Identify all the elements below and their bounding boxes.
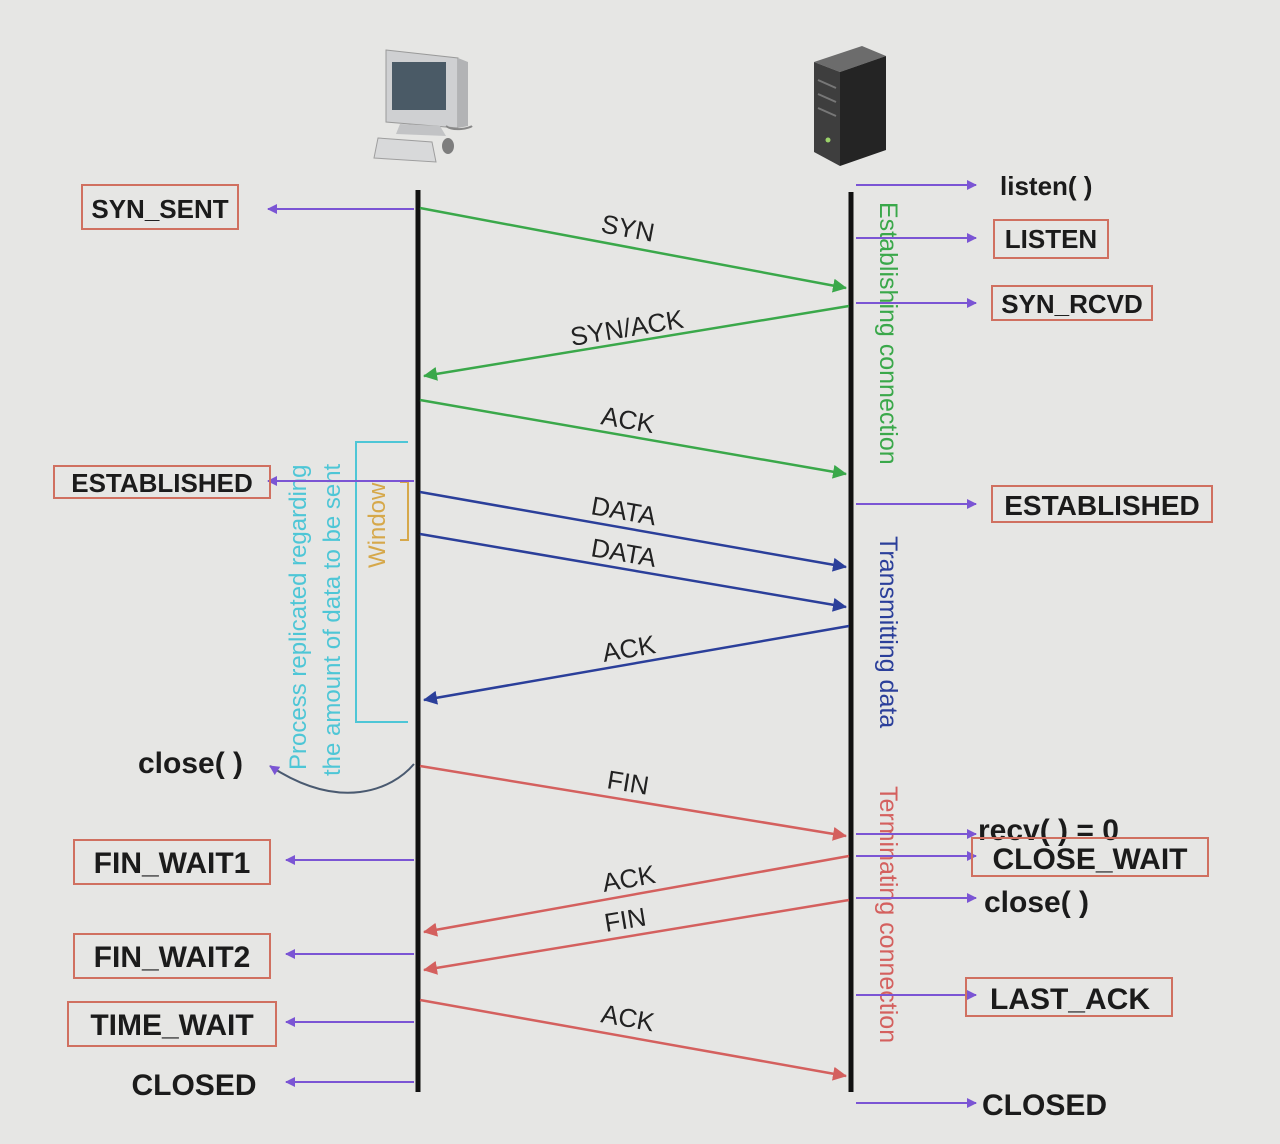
listen-call-label: listen( ) <box>1000 171 1092 201</box>
recv-zero-label: recv( ) = 0 <box>978 814 1119 847</box>
syn-rcvd-label: SYN_RCVD <box>1001 289 1143 319</box>
syn-label: SYN <box>599 208 657 247</box>
close-call-client-label: close( ) <box>138 747 243 780</box>
process-label-line1: Process replicated regarding <box>285 465 312 771</box>
fin1-label: FIN <box>605 764 651 800</box>
syn-ack-arrow <box>423 304 850 381</box>
established-server-box <box>991 485 1213 523</box>
data1-arrow <box>419 490 847 572</box>
close-wait-box <box>971 837 1209 877</box>
syn-sent-box <box>81 184 239 230</box>
established-client-label: ESTABLISHED <box>71 468 253 498</box>
fin-wait2-label: FIN_WAIT2 <box>94 941 251 974</box>
ack2-label: ACK <box>600 629 658 668</box>
fin-wait1-box <box>73 839 271 885</box>
fin2-label: FIN <box>602 902 648 938</box>
ack4-label: ACK <box>599 998 658 1037</box>
established-client-box <box>53 465 271 499</box>
time-wait-label: TIME_WAIT <box>90 1009 253 1042</box>
data1-label: DATA <box>589 490 659 531</box>
fin-wait2-box <box>73 933 271 979</box>
data2-label: DATA <box>589 532 659 573</box>
client-computer-icon <box>373 49 473 163</box>
phase-establishing: Establishing connection <box>874 202 902 465</box>
syn-arrow <box>419 206 847 293</box>
syn-ack-label: SYN/ACK <box>568 304 686 352</box>
closed-server-label: CLOSED <box>982 1089 1107 1122</box>
syn-sent-label: SYN_SENT <box>91 194 228 224</box>
fin-wait1-label: FIN_WAIT1 <box>94 847 251 880</box>
listen-label: LISTEN <box>1005 224 1097 254</box>
ack3-arrow <box>423 854 850 937</box>
phase-transmitting: Transmitting data <box>874 536 902 728</box>
window-label: Window <box>364 482 391 568</box>
ack2-arrow <box>423 624 850 705</box>
close-wait-label: CLOSE_WAIT <box>992 843 1187 876</box>
phase-terminating: Terminating connection <box>874 786 902 1043</box>
listen-box <box>993 219 1109 259</box>
last-ack-box <box>965 977 1173 1017</box>
fin2-arrow <box>423 898 850 975</box>
time-wait-box <box>67 1001 277 1047</box>
data2-arrow <box>419 532 847 612</box>
closed-client-label: CLOSED <box>131 1069 256 1102</box>
window-bracket <box>400 481 409 541</box>
server-icon <box>814 46 886 166</box>
syn-rcvd-box <box>991 285 1153 321</box>
ack4-arrow <box>419 998 847 1081</box>
process-bracket <box>355 441 408 723</box>
process-label-line2: the amount of data to be sent <box>319 463 346 776</box>
last-ack-label: LAST_ACK <box>990 983 1150 1016</box>
close-call-arrow <box>269 763 415 794</box>
fin1-arrow <box>419 764 847 841</box>
ack1-arrow <box>419 398 847 479</box>
established-server-label: ESTABLISHED <box>1004 490 1200 521</box>
close-call-server-label: close( ) <box>984 886 1089 919</box>
